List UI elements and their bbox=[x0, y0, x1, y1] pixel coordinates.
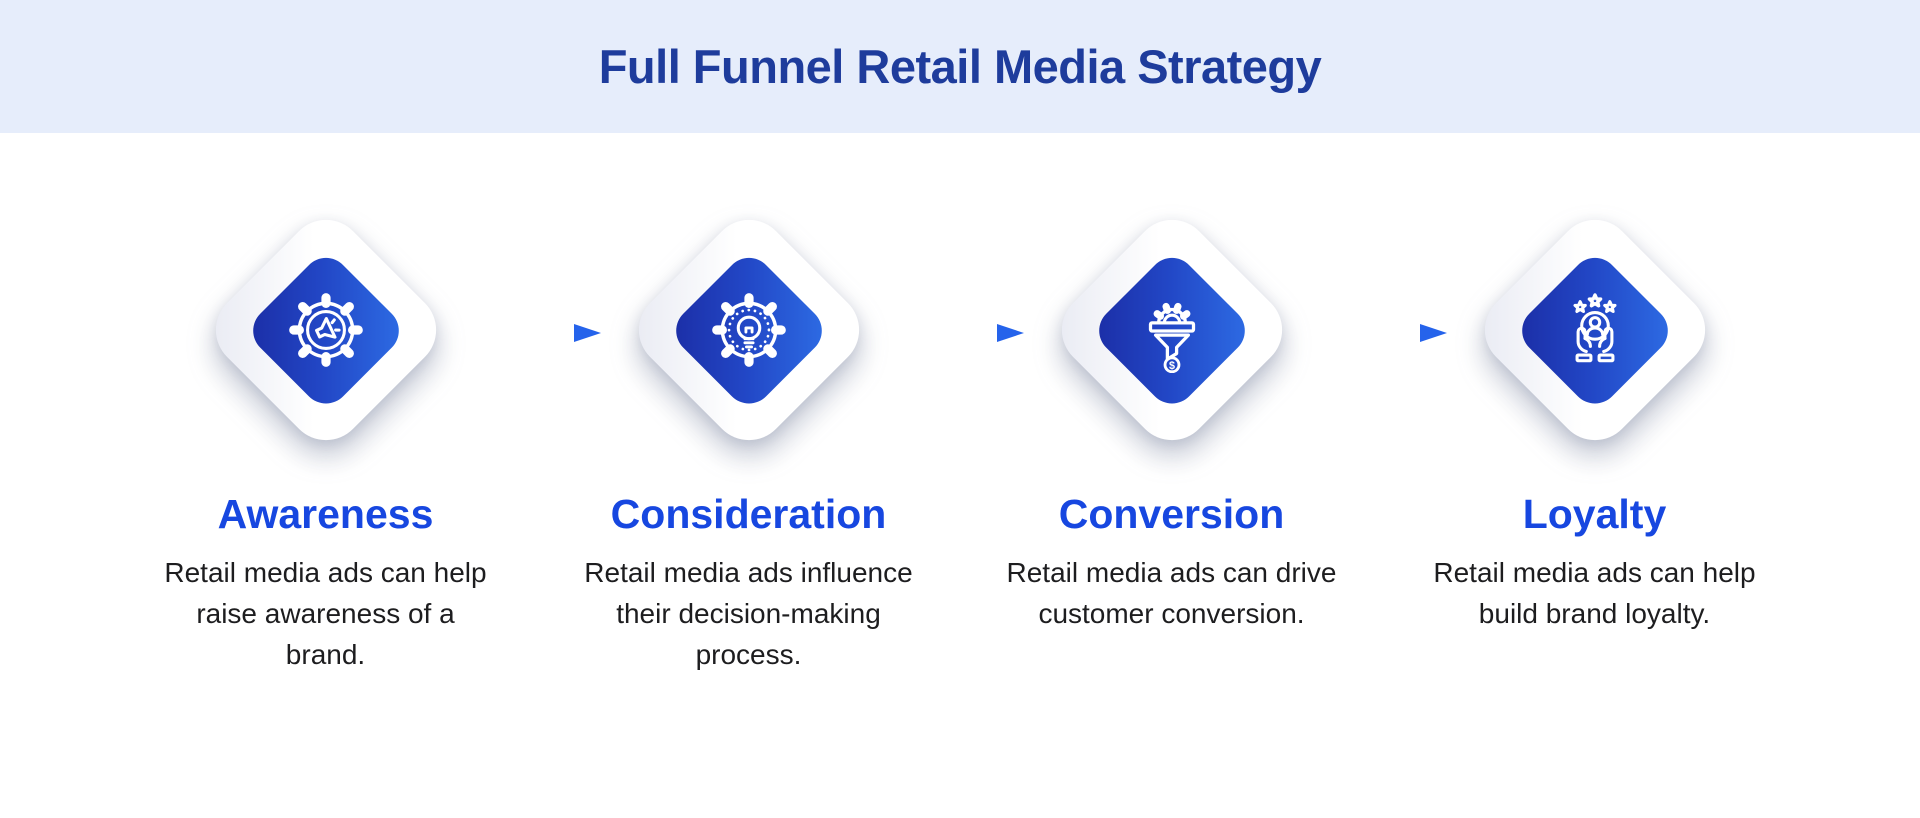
white-diamond-shape bbox=[1468, 204, 1721, 456]
stage-column-awareness: Awareness Retail media ads can help rais… bbox=[114, 133, 537, 675]
stage-column-loyalty: Loyalty Retail media ads can help build … bbox=[1383, 133, 1806, 675]
stage-heading-conversion: Conversion bbox=[1058, 491, 1285, 537]
stage-heading-awareness: Awareness bbox=[217, 491, 434, 537]
stage-description-loyalty: Retail media ads can help build brand lo… bbox=[1433, 557, 1756, 629]
awareness-diamond bbox=[114, 204, 537, 456]
stage-heading-loyalty: Loyalty bbox=[1522, 491, 1667, 537]
lightbulb-gear-icon bbox=[706, 287, 792, 373]
blue-diamond-shape bbox=[242, 247, 409, 413]
stage-description-conversion: Retail media ads can drive customer conv… bbox=[1006, 557, 1337, 629]
flow-arrow-3 bbox=[1320, 324, 1447, 342]
header-band: Full Funnel Retail Media Strategy bbox=[0, 0, 1920, 133]
flow-arrow-2 bbox=[897, 324, 1024, 342]
flow-arrow-1 bbox=[474, 324, 601, 342]
funnel-stages-area: Awareness Retail media ads can help rais… bbox=[0, 133, 1920, 818]
stage-description-consideration: Retail media ads influence their decisio… bbox=[584, 557, 913, 670]
page-title: Full Funnel Retail Media Strategy bbox=[598, 40, 1322, 93]
white-diamond-shape: $ bbox=[1045, 204, 1298, 456]
white-diamond-shape bbox=[199, 204, 452, 456]
stage-heading-consideration: Consideration bbox=[610, 491, 887, 537]
loyalty-diamond bbox=[1383, 204, 1806, 456]
conversion-diamond: $ bbox=[960, 204, 1383, 456]
hands-customer-stars-icon bbox=[1552, 287, 1638, 373]
svg-text:$: $ bbox=[1169, 360, 1175, 372]
blue-diamond-shape bbox=[665, 247, 832, 413]
funnel-dollar-icon: $ bbox=[1129, 287, 1215, 373]
stage-column-conversion: $ Conversion Retail media ads can drive … bbox=[960, 133, 1383, 675]
stage-description-awareness: Retail media ads can help raise awarenes… bbox=[164, 557, 487, 670]
white-diamond-shape bbox=[622, 204, 875, 456]
stage-column-consideration: Consideration Retail media ads influence… bbox=[537, 133, 960, 675]
blue-diamond-shape bbox=[1511, 247, 1678, 413]
blue-diamond-shape: $ bbox=[1088, 247, 1255, 413]
megaphone-gear-icon bbox=[283, 287, 369, 373]
consideration-diamond bbox=[537, 204, 960, 456]
stage-columns: Awareness Retail media ads can help rais… bbox=[0, 133, 1920, 675]
